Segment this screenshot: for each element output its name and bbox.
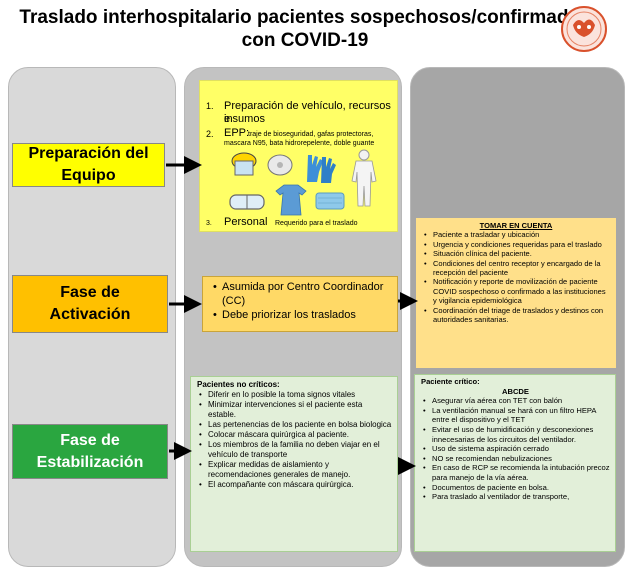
critical-item: Evitar el uso de humidificación y descon…	[421, 425, 610, 444]
critical-item: La ventilación manual se hará con un fil…	[421, 406, 610, 425]
noncritical-item: El acompañante con máscara quirúrgica.	[197, 480, 392, 490]
activation-item: Asumida por Centro Coordinador (CC)	[211, 280, 393, 308]
critical-header: Paciente crítico:	[421, 377, 480, 386]
critical-item: Uso de sistema aspiración cerrado	[421, 444, 610, 454]
noncritical-item: Diferir en lo posible la toma signos vit…	[197, 390, 392, 400]
considerations-item: Notificación y reporte de movilización d…	[422, 277, 610, 305]
phase-activation-line-2: Activación	[49, 306, 131, 323]
critical-subheader: ABCDE	[501, 386, 529, 396]
prep-item-3-detail: Requerido para el traslado	[275, 220, 358, 227]
activation-item: Debe priorizar los traslados	[211, 308, 393, 322]
gown-icon	[275, 184, 307, 216]
ppe-illustrations	[229, 149, 377, 216]
phase-preparation-line-2: Equipo	[61, 167, 116, 184]
considerations-item: Condiciones del centro receptor y encarg…	[422, 259, 610, 278]
safety-goggles-icon	[229, 194, 265, 210]
face-shield-icon	[231, 152, 257, 176]
page-title: Traslado interhospitalario pacientes sos…	[0, 6, 610, 52]
title-line-2: con COVID-19	[241, 30, 369, 51]
considerations-item: Coordinación del triage de traslados y d…	[422, 306, 610, 325]
prep-item-2-number: 2.	[206, 129, 214, 139]
considerations-item: Urgencia y condiciones requeridas para e…	[422, 240, 610, 250]
noncritical-item: Colocar máscara quirúrgica al paciente.	[197, 430, 392, 440]
phase-activation-line-1: Fase de	[60, 284, 120, 301]
noncritical-header: Pacientes no críticos:	[197, 380, 280, 389]
prep-item-2-detail-2: mascara N95, bata hidrorepelente, doble …	[224, 140, 375, 147]
activation-panel: Asumida por Centro Coordinador (CC) Debe…	[202, 276, 398, 332]
prep-item-3-title: Personal	[224, 216, 268, 228]
critical-item: Para traslado al ventilador de transport…	[421, 492, 610, 502]
gloves-icon	[307, 155, 336, 183]
considerations-header: TOMAR EN CUENTA	[479, 221, 553, 230]
noncritical-item: Las pertenencias de los paciente en bols…	[197, 420, 392, 430]
prep-item-1-line-1: Preparación de vehículo, recursos e	[224, 100, 391, 125]
critical-item: En caso de RCP se recomienda la intubaci…	[421, 463, 610, 482]
prep-item-3-number: 3.	[206, 220, 212, 227]
society-logo	[561, 6, 607, 52]
critical-item: NO se recomiendan nebulizaciones	[421, 454, 610, 464]
title-line-1: Traslado interhospitalario pacientes sos…	[19, 7, 591, 28]
phase-preparation-line-1: Preparación del	[28, 145, 149, 162]
phase-preparation-box: Preparación del Equipo	[12, 143, 165, 187]
protective-suit-icon	[351, 149, 377, 207]
noncritical-item: Los miembros de la familia no deben viaj…	[197, 440, 392, 460]
phase-stabilization-line-2: Estabilización	[36, 453, 144, 471]
preparation-panel: 1. Preparación de vehículo, recursos e i…	[199, 80, 398, 232]
phase-stabilization-line-1: Fase de	[60, 431, 120, 449]
considerations-panel: TOMAR EN CUENTA Paciente a trasladar y u…	[416, 218, 616, 368]
surgical-mask-icon	[315, 192, 345, 210]
prep-item-1-number: 1.	[206, 101, 214, 111]
critical-patient-panel: Paciente crítico: ABCDE Asegurar vía aér…	[414, 374, 616, 552]
critical-item: Asegurar vía aérea con TET con balón	[421, 396, 610, 406]
noncritical-item: Minimizar intervenciones si el paciente …	[197, 400, 392, 420]
noncritical-item: Explicar medidas de aislamiento y recome…	[197, 460, 392, 480]
phase-activation-box: Fase de Activación	[12, 275, 168, 333]
considerations-item: Paciente a trasladar y ubicación	[422, 230, 610, 240]
prep-item-1-line-2: insumos	[224, 113, 265, 125]
noncritical-patients-panel: Pacientes no críticos: Diferir en lo pos…	[190, 376, 398, 552]
prep-item-2-detail-1: traje de bioseguridad, gafas protectoras…	[248, 131, 374, 138]
n95-mask-icon	[267, 154, 293, 176]
phase-stabilization-box: Fase de Estabilización	[12, 424, 168, 479]
critical-item: Documentos de paciente en bolsa.	[421, 483, 610, 493]
considerations-item: Situación clínica del paciente.	[422, 249, 610, 259]
prep-item-2-title: EPP:	[224, 127, 250, 139]
